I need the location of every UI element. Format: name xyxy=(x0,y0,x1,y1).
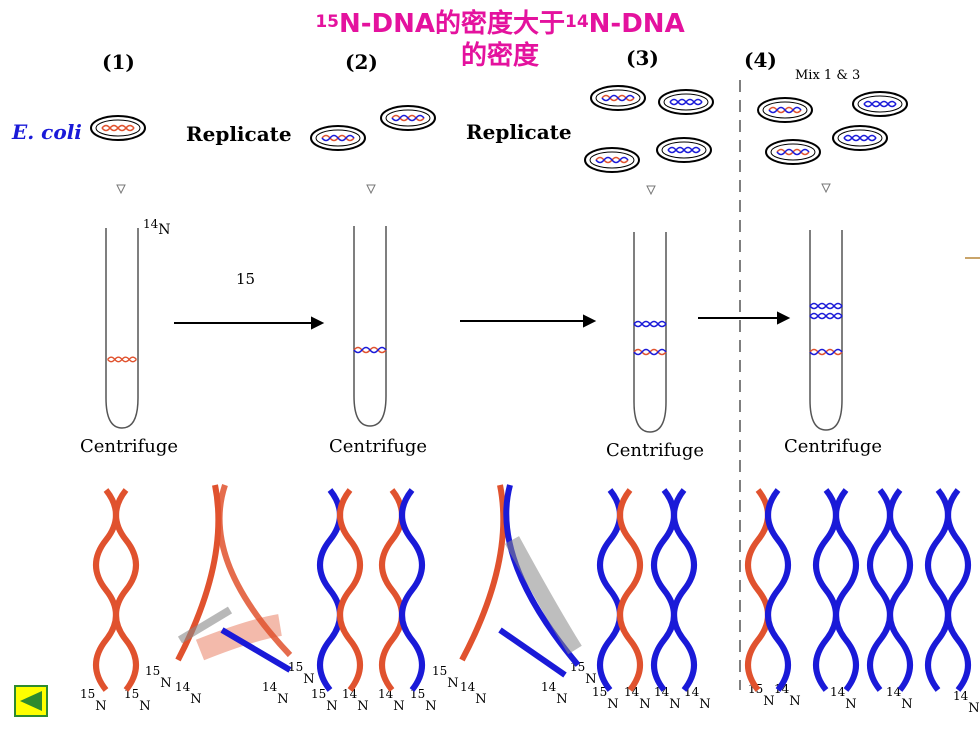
centrifuge-tube-4 xyxy=(809,229,843,431)
iso-label: 15N xyxy=(311,687,338,714)
cell-icon xyxy=(757,97,813,123)
centrifuge-label-1: Centrifuge xyxy=(80,436,179,457)
cell-icon xyxy=(590,85,646,111)
replicate-label-2: Replicate xyxy=(466,120,572,144)
arrow xyxy=(174,311,791,330)
centrifuge-label-2: Centrifuge xyxy=(329,436,428,457)
replicate-label-1: Replicate xyxy=(186,122,292,146)
tube-isotope-label: 14N xyxy=(143,217,171,238)
helix-hybrid-2b xyxy=(379,488,425,692)
iso-label: 14N xyxy=(541,680,568,707)
iso-label: 15N xyxy=(592,685,619,712)
helix-hybrid-3 xyxy=(597,488,643,692)
helix-light-3 xyxy=(651,488,697,692)
slide-title: 15N-DNA的密度大于14N-DNA 的密度 xyxy=(250,8,750,72)
cell-icon xyxy=(656,137,712,163)
iso-label: 14N xyxy=(262,680,289,707)
iso-label: 15N xyxy=(432,664,459,691)
cell-icon xyxy=(380,105,436,131)
cell-icon xyxy=(852,91,908,117)
mix-label: Mix 1 & 3 xyxy=(795,68,861,83)
iso-label: 15N xyxy=(288,660,315,687)
iso-label: 14N xyxy=(460,680,487,707)
step-3-label: (3) xyxy=(626,46,659,70)
helix-light-4a xyxy=(813,488,859,692)
helix-light-4c xyxy=(925,488,971,692)
helix-red-1 xyxy=(93,488,139,692)
cell-icon xyxy=(832,125,888,151)
replication-fork-1 xyxy=(175,484,293,673)
iso-label: 15N xyxy=(145,664,172,691)
step-2-label: (2) xyxy=(345,50,378,74)
arrow-label-15: 15 xyxy=(236,270,256,288)
iso-label: 14N xyxy=(953,689,980,716)
iso-label: 15N xyxy=(80,687,107,714)
iso-label: 14N xyxy=(886,685,913,712)
helix-light-4b xyxy=(867,488,913,692)
left-triangle-icon xyxy=(20,691,42,711)
step-4-label: (4) xyxy=(744,48,777,72)
iso-label: 14N xyxy=(175,680,202,707)
replication-fork-2 xyxy=(459,484,582,678)
ecoli-label: E. coli xyxy=(12,120,82,144)
centrifuge-label-4: Centrifuge xyxy=(784,436,883,457)
title-line-1: 15N-DNA的密度大于14N-DNA xyxy=(315,9,685,39)
cell-icon xyxy=(584,147,640,173)
step-1-label: (1) xyxy=(102,50,135,74)
iso-label: 14N xyxy=(624,685,651,712)
helix-hybrid-4 xyxy=(745,488,791,692)
cell-icon xyxy=(310,125,366,151)
centrifuge-tube-1 xyxy=(105,227,139,429)
cell-icon xyxy=(658,89,714,115)
cell-icon xyxy=(765,139,821,165)
centrifuge-label-3: Centrifuge xyxy=(606,440,705,461)
cell-icon xyxy=(90,115,146,141)
iso-label: 14N xyxy=(830,685,857,712)
centrifuge-tube-2 xyxy=(353,225,387,427)
title-line-2: 的密度 xyxy=(460,41,539,71)
previous-slide-button[interactable] xyxy=(14,685,48,717)
centrifuge-tube-3 xyxy=(633,231,667,433)
helix-hybrid-2a xyxy=(317,488,363,692)
iso-label: 14N xyxy=(342,687,369,714)
